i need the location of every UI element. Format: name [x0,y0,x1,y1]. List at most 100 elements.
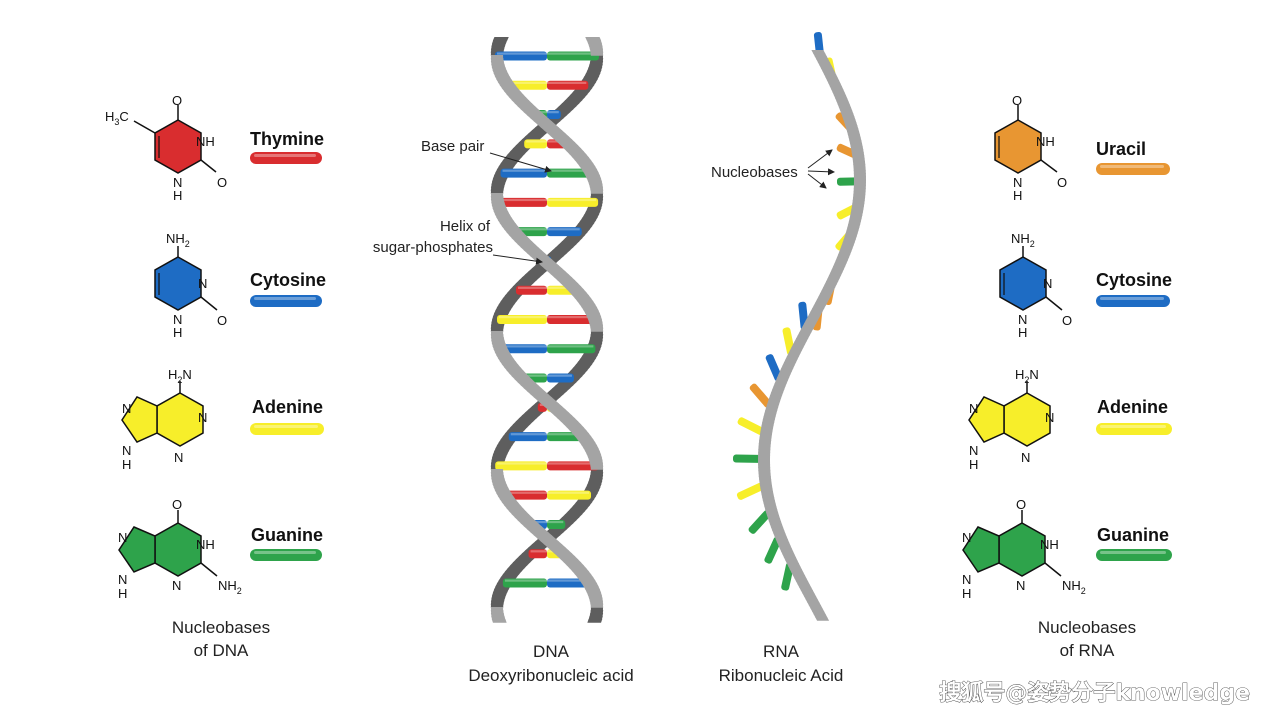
sugar-phosphate-segment [494,352,512,356]
rna-nucleobase-guanine [764,536,782,564]
rna-backbone-segment [810,308,825,312]
sugar-phosphate-segment [586,40,603,44]
sugar-phosphate-segment [511,514,533,518]
rna-backbone-segment [850,209,864,213]
rna-backbone-segment [852,197,866,201]
rna-backbone-segment [827,275,842,279]
sugar-phosphate-segment [503,91,524,95]
sugar-phosphate-segment [499,85,519,89]
helix-pointer [492,254,543,265]
rna-backbone-segment [774,536,788,540]
rna-backbone-segment [819,65,834,69]
rna-backbone-segment [853,170,866,174]
sugar-phosphate-segment [494,76,512,80]
sugar-phosphate-segment [585,484,602,488]
sugar-phosphate-segment [570,367,591,371]
sugar-phosphate-segment [563,148,585,152]
sugar-phosphate-segment [575,361,595,365]
sugar-phosphate-segment [582,76,600,80]
dna-base-pair [497,315,597,324]
sugar-phosphate-segment [530,532,553,536]
sugar-phosphate-segment [553,277,576,281]
sugar-phosphate-segment [517,244,539,248]
sugar-phosphate-segment [520,523,543,527]
rna-backbone-segment [794,338,809,342]
helix-label-line1: Helix of [440,218,491,235]
rna-backbone-segment [828,272,843,276]
sugar-phosphate-segment [496,304,515,308]
atom-label: N [174,450,183,465]
nucleobase-cytosine [508,432,547,442]
dna-nucleobases-panel: H3C O NH O N H Thymine NH2 N O N H Cytos… [105,93,326,660]
sugar-phosphate-segment [493,448,511,452]
nucleobase-guanine [502,578,547,588]
rna-backbone-segment [795,335,810,339]
rna-backbone-segment [843,236,857,240]
sugar-phosphate-segment [492,37,509,41]
sugar-phosphate-segment [533,397,556,401]
atom-label: O [1016,497,1026,512]
atom-label: N [1043,276,1052,291]
rna-backbone-segment [849,215,863,219]
rna-backbone-segment [805,599,820,603]
atom-label: NH [1040,537,1059,552]
sugar-phosphate-segment [590,610,604,614]
sugar-phosphate-segment [540,265,563,269]
rna-backbone-segment [758,452,771,456]
dna-base-pair [502,578,592,588]
rna-nucleobase-cytosine [765,354,783,382]
sugar-phosphate-segment [586,178,603,182]
sugar-phosphate-segment [583,172,601,176]
rna-backbone-segment [842,116,856,120]
sugar-phosphate-segment [496,493,514,497]
dna-thymine-molecule: H3C O NH O N H [105,93,227,203]
rna-backbone-segment [819,290,834,294]
rna-backbone-segment [817,62,832,66]
rna-backbone-segment [848,221,862,225]
base-pair-label: Base pair [421,138,484,155]
atom-label: N [198,410,207,425]
sugar-phosphate-segment [536,124,560,128]
sugar-phosphate-segment [501,364,521,368]
sugar-phosphate-segment [490,58,504,62]
rna-backbone-segment [814,56,829,60]
sugar-phosphate-segment [553,415,576,419]
sugar-phosphate-segment [521,274,544,278]
rna-backbone-segment [761,494,775,498]
sugar-phosphate-segment [580,355,598,359]
sugar-phosphate-segment [491,343,507,347]
sugar-phosphate-segment [585,451,602,455]
sugar-phosphate-segment [497,220,516,224]
cytosine-ring [154,256,202,311]
atom-label: N [122,401,131,416]
svg-text:H2N: H2N [168,367,192,385]
sugar-phosphate-segment [579,580,598,584]
nucleobase-cytosine [500,168,547,178]
sugar-phosphate-segment [583,448,601,452]
rna-backbone-segment [849,143,863,147]
dna-base-pair [495,51,599,61]
rna-backbone-segment [829,86,844,90]
sugar-phosphate-segment [514,379,536,383]
rna-backbone-segment [835,98,849,102]
base-pair-pointer [489,152,552,173]
sugar-phosphate-segment [563,424,585,428]
sugar-phosphate-segment [587,67,603,71]
sugar-phosphate-segment [590,334,604,338]
sugar-phosphate-segment [507,151,528,155]
sugar-phosphate-segment [511,100,533,104]
sugar-phosphate-segment [588,478,603,482]
sugar-phosphate-segment [492,451,509,455]
sugar-phosphate-segment [577,163,596,167]
sugar-phosphate-segment [566,427,587,431]
rna-nucleobases-panel: O NH O N H Uracil NH2 N O N H Cytosine [962,93,1172,660]
rna-backbone-segment [758,470,771,474]
sugar-phosphate-segment [569,430,590,434]
sugar-phosphate-segment [493,349,510,353]
base-pair-highlight [497,462,597,465]
rna-uracil-name: Uracil [1096,139,1146,159]
atom-label: N [173,175,182,190]
rna-backbone-segment [802,593,817,597]
nucleobase-adenine [497,315,547,324]
rna-backbone-segment [767,398,782,402]
